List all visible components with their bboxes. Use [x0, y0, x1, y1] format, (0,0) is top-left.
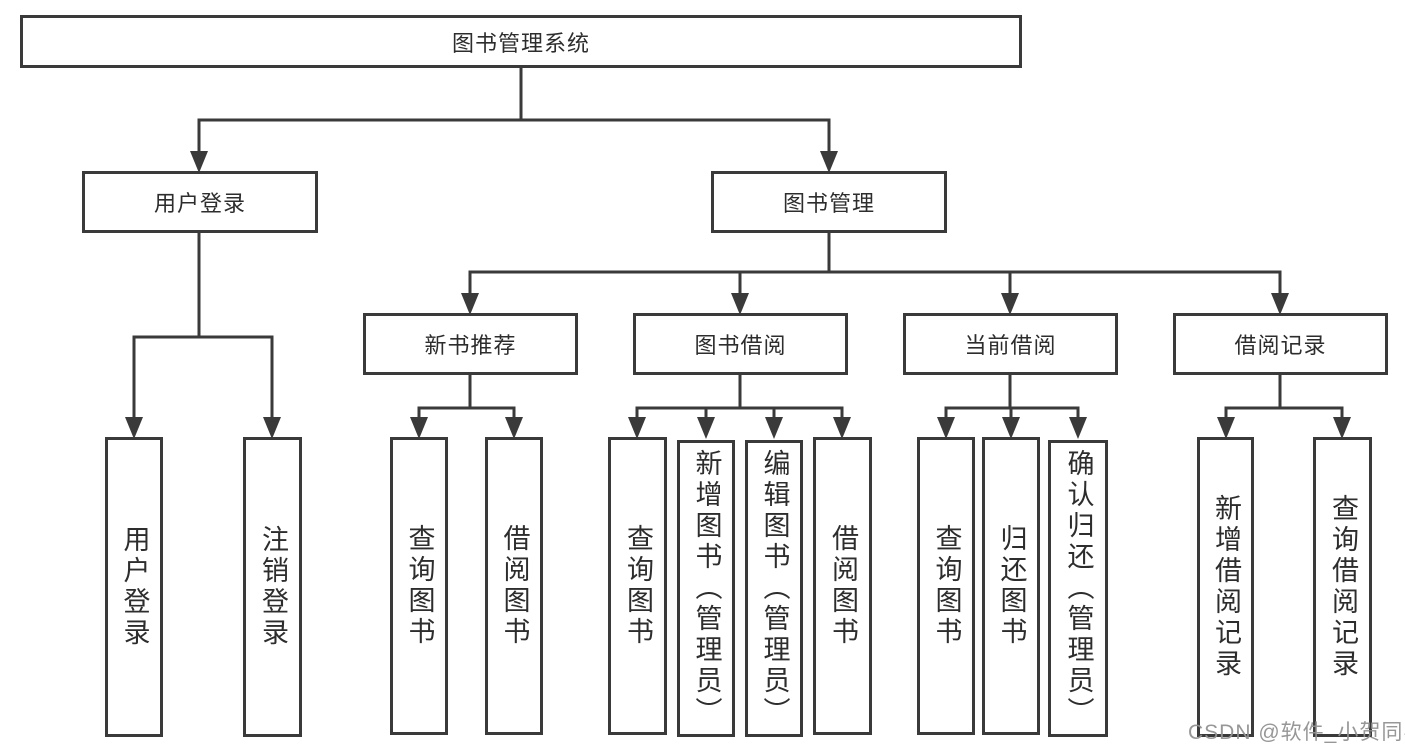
leaf-edit-books-admin-label: 编辑图书（管理员）	[759, 449, 790, 728]
node-borrow-records-label: 借阅记录	[1234, 333, 1327, 358]
node-borrow-records: 借阅记录	[1173, 313, 1388, 375]
leaf-query-borrow-record: 查询借阅记录	[1313, 437, 1372, 737]
leaf-borrow-books-recommend: 借阅图书	[485, 437, 543, 735]
node-user-login: 用户登录	[82, 171, 318, 233]
leaf-edit-books-admin: 编辑图书（管理员）	[745, 440, 803, 737]
leaf-query-books-current-label: 查询图书	[931, 524, 962, 648]
leaf-borrow-books-recommend-label: 借阅图书	[499, 524, 530, 648]
node-book-borrow: 图书借阅	[633, 313, 848, 375]
leaf-add-books-admin: 新增图书（管理员）	[677, 440, 735, 737]
leaf-borrow-books-label: 借阅图书	[828, 524, 858, 648]
leaf-confirm-return-admin: 确认归还（管理员）	[1048, 440, 1108, 737]
node-new-book-recommend-label: 新书推荐	[424, 333, 517, 358]
leaf-user-login-label: 用户登录	[119, 525, 150, 649]
node-book-management: 图书管理	[711, 171, 947, 233]
leaf-query-borrow-record-label: 查询借阅记录	[1328, 494, 1358, 680]
node-root: 图书管理系统	[20, 15, 1022, 68]
leaf-logout-login: 注销登录	[243, 437, 302, 737]
leaf-add-borrow-record: 新增借阅记录	[1197, 437, 1254, 737]
leaf-query-books-recommend-label: 查询图书	[404, 524, 435, 648]
node-current-borrow-label: 当前借阅	[964, 333, 1057, 358]
leaf-borrow-books: 借阅图书	[813, 437, 872, 735]
leaf-query-books-borrow: 查询图书	[608, 437, 667, 735]
node-user-login-label: 用户登录	[153, 191, 246, 216]
leaf-query-books-recommend: 查询图书	[390, 437, 448, 735]
node-new-book-recommend: 新书推荐	[363, 313, 578, 375]
leaf-add-books-admin-label: 新增图书（管理员）	[691, 449, 722, 728]
leaf-query-books-borrow-label: 查询图书	[623, 524, 653, 648]
leaf-add-borrow-record-label: 新增借阅记录	[1211, 494, 1241, 680]
leaf-query-books-current: 查询图书	[917, 437, 975, 735]
node-current-borrow: 当前借阅	[903, 313, 1118, 375]
leaf-confirm-return-admin-label: 确认归还（管理员）	[1063, 449, 1094, 728]
leaf-return-books: 归还图书	[982, 437, 1040, 735]
leaf-return-books-label: 归还图书	[996, 524, 1027, 648]
leaf-user-login: 用户登录	[105, 437, 163, 737]
leaf-logout-login-label: 注销登录	[258, 525, 288, 649]
node-book-borrow-label: 图书借阅	[694, 333, 787, 358]
node-root-label: 图书管理系统	[451, 30, 590, 56]
node-book-management-label: 图书管理	[782, 191, 875, 216]
watermark: CSDN @软件_小贺同学	[1188, 721, 1405, 744]
